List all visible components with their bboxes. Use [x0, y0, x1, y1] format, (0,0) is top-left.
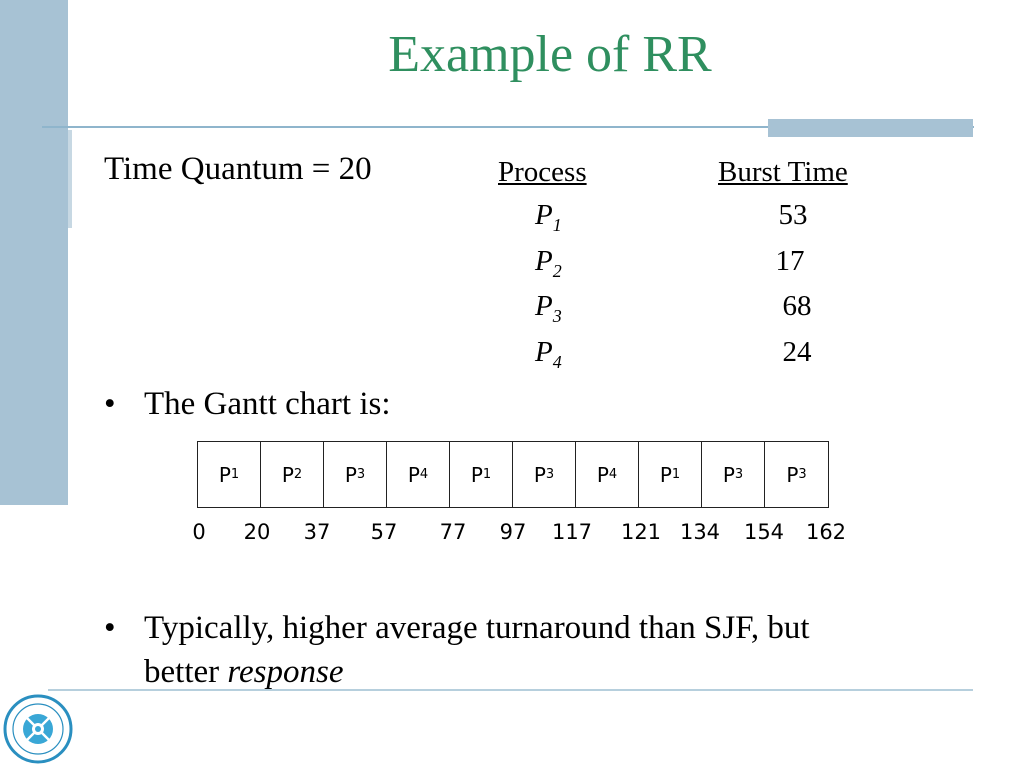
table-header-process: Process [498, 156, 587, 188]
gantt-time-tick: 134 [679, 520, 721, 544]
burst-time-value: 17 [775, 245, 805, 277]
university-seal-icon [3, 694, 73, 764]
gantt-time-tick: 154 [743, 520, 785, 544]
bullet-text: Typically, higher average turnaround tha… [144, 610, 810, 646]
bullet-dot: • [104, 610, 116, 646]
decorative-left-bar [0, 0, 68, 505]
gantt-time-tick: 97 [499, 520, 527, 544]
process-name: P3 [535, 290, 562, 326]
burst-time-value: 53 [778, 199, 808, 231]
table-header-burst-time: Burst Time [718, 156, 848, 188]
gantt-time-tick: 121 [620, 520, 662, 544]
bullet-dot: • [104, 386, 116, 422]
process-name: P1 [535, 199, 562, 235]
gantt-time-tick: 57 [370, 520, 398, 544]
process-name: P4 [535, 336, 562, 372]
gantt-time-tick: 117 [551, 520, 593, 544]
time-quantum-label: Time Quantum = 20 [104, 151, 372, 187]
title-divider-block [768, 119, 973, 137]
gantt-time-tick: 162 [805, 520, 847, 544]
emphasis-response: response [227, 654, 344, 690]
bullet-text-continued: better response [144, 654, 344, 690]
gantt-time-tick: 77 [439, 520, 467, 544]
footer-divider-line [48, 689, 973, 691]
gantt-time-tick: 37 [303, 520, 331, 544]
decorative-left-accent [68, 130, 72, 228]
gantt-time-tick: 0 [192, 520, 206, 544]
slide-title: Example of RR [388, 26, 712, 83]
burst-time-value: 24 [782, 336, 812, 368]
bullet-text: The Gantt chart is: [144, 386, 391, 422]
title-divider-line [42, 126, 974, 128]
process-name: P2 [535, 245, 562, 281]
gantt-time-tick: 20 [243, 520, 271, 544]
burst-time-value: 68 [782, 290, 812, 322]
